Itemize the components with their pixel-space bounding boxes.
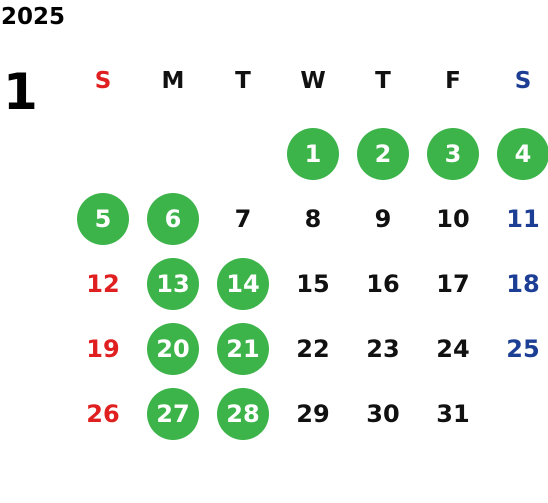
- day-cell-16[interactable]: 16: [348, 251, 418, 316]
- day-cell-29[interactable]: 29: [278, 381, 348, 446]
- day-number-highlighted: 27: [147, 387, 199, 440]
- day-cell-14[interactable]: 14: [208, 251, 278, 316]
- day-cell-22[interactable]: 22: [278, 316, 348, 381]
- calendar-year: 2025: [1, 4, 66, 30]
- day-cell-6[interactable]: 6: [138, 186, 208, 251]
- day-cell-7[interactable]: 7: [208, 186, 278, 251]
- day-number-highlighted: 6: [147, 192, 199, 245]
- day-cell-27[interactable]: 27: [138, 381, 208, 446]
- day-number: 24: [436, 334, 470, 363]
- day-cell-15[interactable]: 15: [278, 251, 348, 316]
- day-number-highlighted: 20: [147, 322, 199, 375]
- day-number: 15: [296, 269, 330, 298]
- day-number-highlighted: 1: [287, 127, 339, 180]
- day-cell-4[interactable]: 4: [488, 121, 548, 186]
- day-cell-21[interactable]: 21: [208, 316, 278, 381]
- day-number-highlighted: 21: [217, 322, 269, 375]
- day-number-highlighted: 14: [217, 257, 269, 310]
- day-cell-31[interactable]: 31: [418, 381, 488, 446]
- day-number: 16: [366, 269, 400, 298]
- day-number-highlighted: 13: [147, 257, 199, 310]
- weekday-label-wednesday: W: [300, 68, 326, 94]
- day-cell-13[interactable]: 13: [138, 251, 208, 316]
- day-number-highlighted: 3: [427, 127, 479, 180]
- day-number-highlighted: 5: [77, 192, 129, 245]
- weekday-label-tuesday: T: [235, 68, 251, 94]
- day-cell-2[interactable]: 2: [348, 121, 418, 186]
- weekday-label-saturday: S: [514, 68, 532, 94]
- day-cell-5[interactable]: 5: [68, 186, 138, 251]
- weekday-label-thursday: T: [375, 68, 391, 94]
- day-cell-23[interactable]: 23: [348, 316, 418, 381]
- day-cell-8[interactable]: 8: [278, 186, 348, 251]
- day-number: 25: [506, 334, 540, 363]
- day-cell-30[interactable]: 30: [348, 381, 418, 446]
- day-cell-20[interactable]: 20: [138, 316, 208, 381]
- day-cell-1[interactable]: 1: [278, 121, 348, 186]
- day-number: 9: [374, 204, 392, 233]
- day-number: 26: [86, 399, 120, 428]
- day-cell-28[interactable]: 28: [208, 381, 278, 446]
- day-number-highlighted: 28: [217, 387, 269, 440]
- day-number: 11: [506, 204, 540, 233]
- day-cell-3[interactable]: 3: [418, 121, 488, 186]
- weekday-label-monday: M: [161, 68, 185, 94]
- day-number: 17: [436, 269, 470, 298]
- day-cell-26[interactable]: 26: [68, 381, 138, 446]
- day-number-highlighted: 2: [357, 127, 409, 180]
- day-cell-12[interactable]: 12: [68, 251, 138, 316]
- day-cell-17[interactable]: 17: [418, 251, 488, 316]
- day-number: 29: [296, 399, 330, 428]
- day-cell-24[interactable]: 24: [418, 316, 488, 381]
- day-cell-19[interactable]: 19: [68, 316, 138, 381]
- weekday-label-friday: F: [445, 68, 461, 94]
- day-number: 22: [296, 334, 330, 363]
- day-number: 23: [366, 334, 400, 363]
- calendar-month: 1: [3, 63, 38, 121]
- day-cell-9[interactable]: 9: [348, 186, 418, 251]
- day-number: 19: [86, 334, 120, 363]
- day-number: 8: [304, 204, 322, 233]
- day-number: 31: [436, 399, 470, 428]
- day-number: 12: [86, 269, 120, 298]
- day-number: 7: [234, 204, 252, 233]
- day-number: 10: [436, 204, 470, 233]
- day-number: 18: [506, 269, 540, 298]
- day-number: 30: [366, 399, 400, 428]
- weekday-label-sunday: S: [94, 68, 112, 94]
- day-cell-25[interactable]: 25: [488, 316, 548, 381]
- day-cell-10[interactable]: 10: [418, 186, 488, 251]
- day-cell-18[interactable]: 18: [488, 251, 548, 316]
- day-cell-11[interactable]: 11: [488, 186, 548, 251]
- day-number-highlighted: 4: [497, 127, 548, 180]
